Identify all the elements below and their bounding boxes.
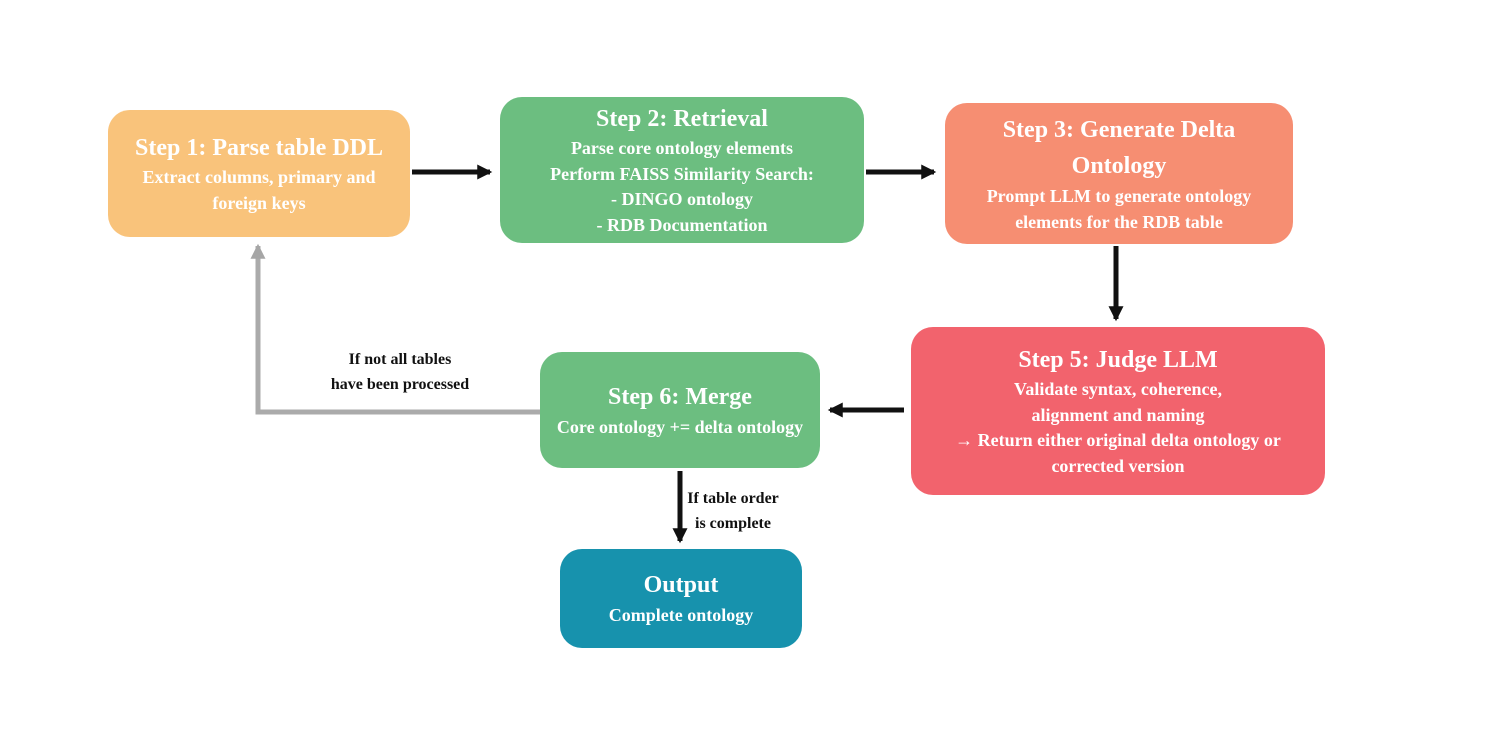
label-complete-condition: If table order is complete [658,487,808,537]
node-step2-retrieval: Step 2: Retrieval Parse core ontology el… [500,97,864,243]
node-output-line: Complete ontology [608,605,754,626]
node-step5-line: Validate syntax, coherence, [1014,379,1222,400]
node-step2-line: - DINGO ontology [610,189,753,210]
node-step1-line: Extract columns, primary and [142,167,376,188]
node-output: Output Complete ontology [560,549,802,648]
node-step2-line: Parse core ontology elements [570,138,794,159]
node-step3-title: Step 3: Generate Delta Ontology [1002,116,1236,179]
label-loop-line: If not all tables [348,351,452,368]
label-loop-line: have been processed [330,375,470,393]
node-step6-line: Core ontology += delta ontology [556,416,804,437]
node-step3-generate-delta-ontology: Step 3: Generate Delta Ontology Prompt L… [945,103,1293,244]
node-output-title: Output [643,572,719,599]
node-step3-line: Prompt LLM to generate ontology [986,185,1252,206]
node-step6-merge: Step 6: Merge Core ontology += delta ont… [540,352,820,468]
node-step1-parse-table-ddl: Step 1: Parse table DDL Extract columns,… [108,110,410,237]
node-step1-title: Step 1: Parse table DDL [135,134,383,161]
node-step3-line: elements for the RDB table [1015,211,1223,232]
node-step2-line: Perform FAISS Similarity Search: [550,163,814,184]
node-step5-title: Step 5: Judge LLM [1018,346,1218,373]
node-step5-line: → Return either original delta ontology … [955,430,1281,451]
label-loop-condition: If not all tables have been processed [290,348,510,398]
node-step6-title: Step 6: Merge [608,383,752,410]
label-complete-line: is complete [695,514,771,532]
node-step2-line: - RDB Documentation [596,214,768,235]
node-step5-line: corrected version [1051,455,1185,476]
node-step1-line: foreign keys [212,192,306,213]
node-step5-judge-llm: Step 5: Judge LLM Validate syntax, coher… [911,327,1325,495]
node-step5-line: alignment and naming [1031,404,1205,425]
node-step2-title: Step 2: Retrieval [596,105,768,132]
label-complete-line: If table order [687,490,779,507]
